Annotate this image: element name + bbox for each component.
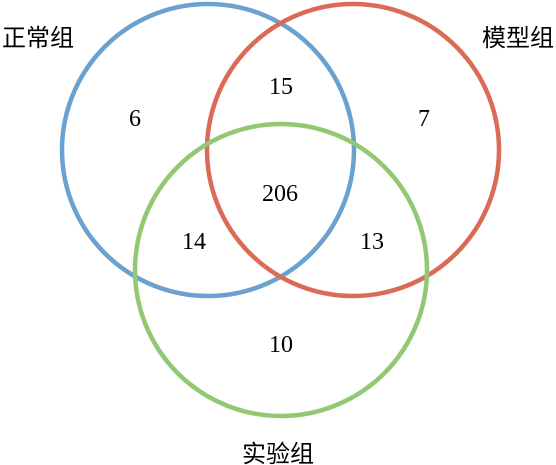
label-model-group: 模型组 xyxy=(482,24,554,52)
count-all-three: 206 xyxy=(262,181,298,207)
circle-experiment-group xyxy=(132,121,430,419)
count-normal-model: 15 xyxy=(269,74,293,100)
count-model-only: 7 xyxy=(418,106,430,132)
circle-model-group xyxy=(204,1,502,299)
label-experiment-group: 实验组 xyxy=(242,440,314,465)
label-normal-group: 正常组 xyxy=(2,24,74,52)
count-experiment-only: 10 xyxy=(269,332,293,358)
count-normal-only: 6 xyxy=(129,106,141,132)
circle-normal-group xyxy=(59,1,357,299)
count-model-experiment: 13 xyxy=(360,229,384,255)
count-normal-experiment: 14 xyxy=(182,229,206,255)
